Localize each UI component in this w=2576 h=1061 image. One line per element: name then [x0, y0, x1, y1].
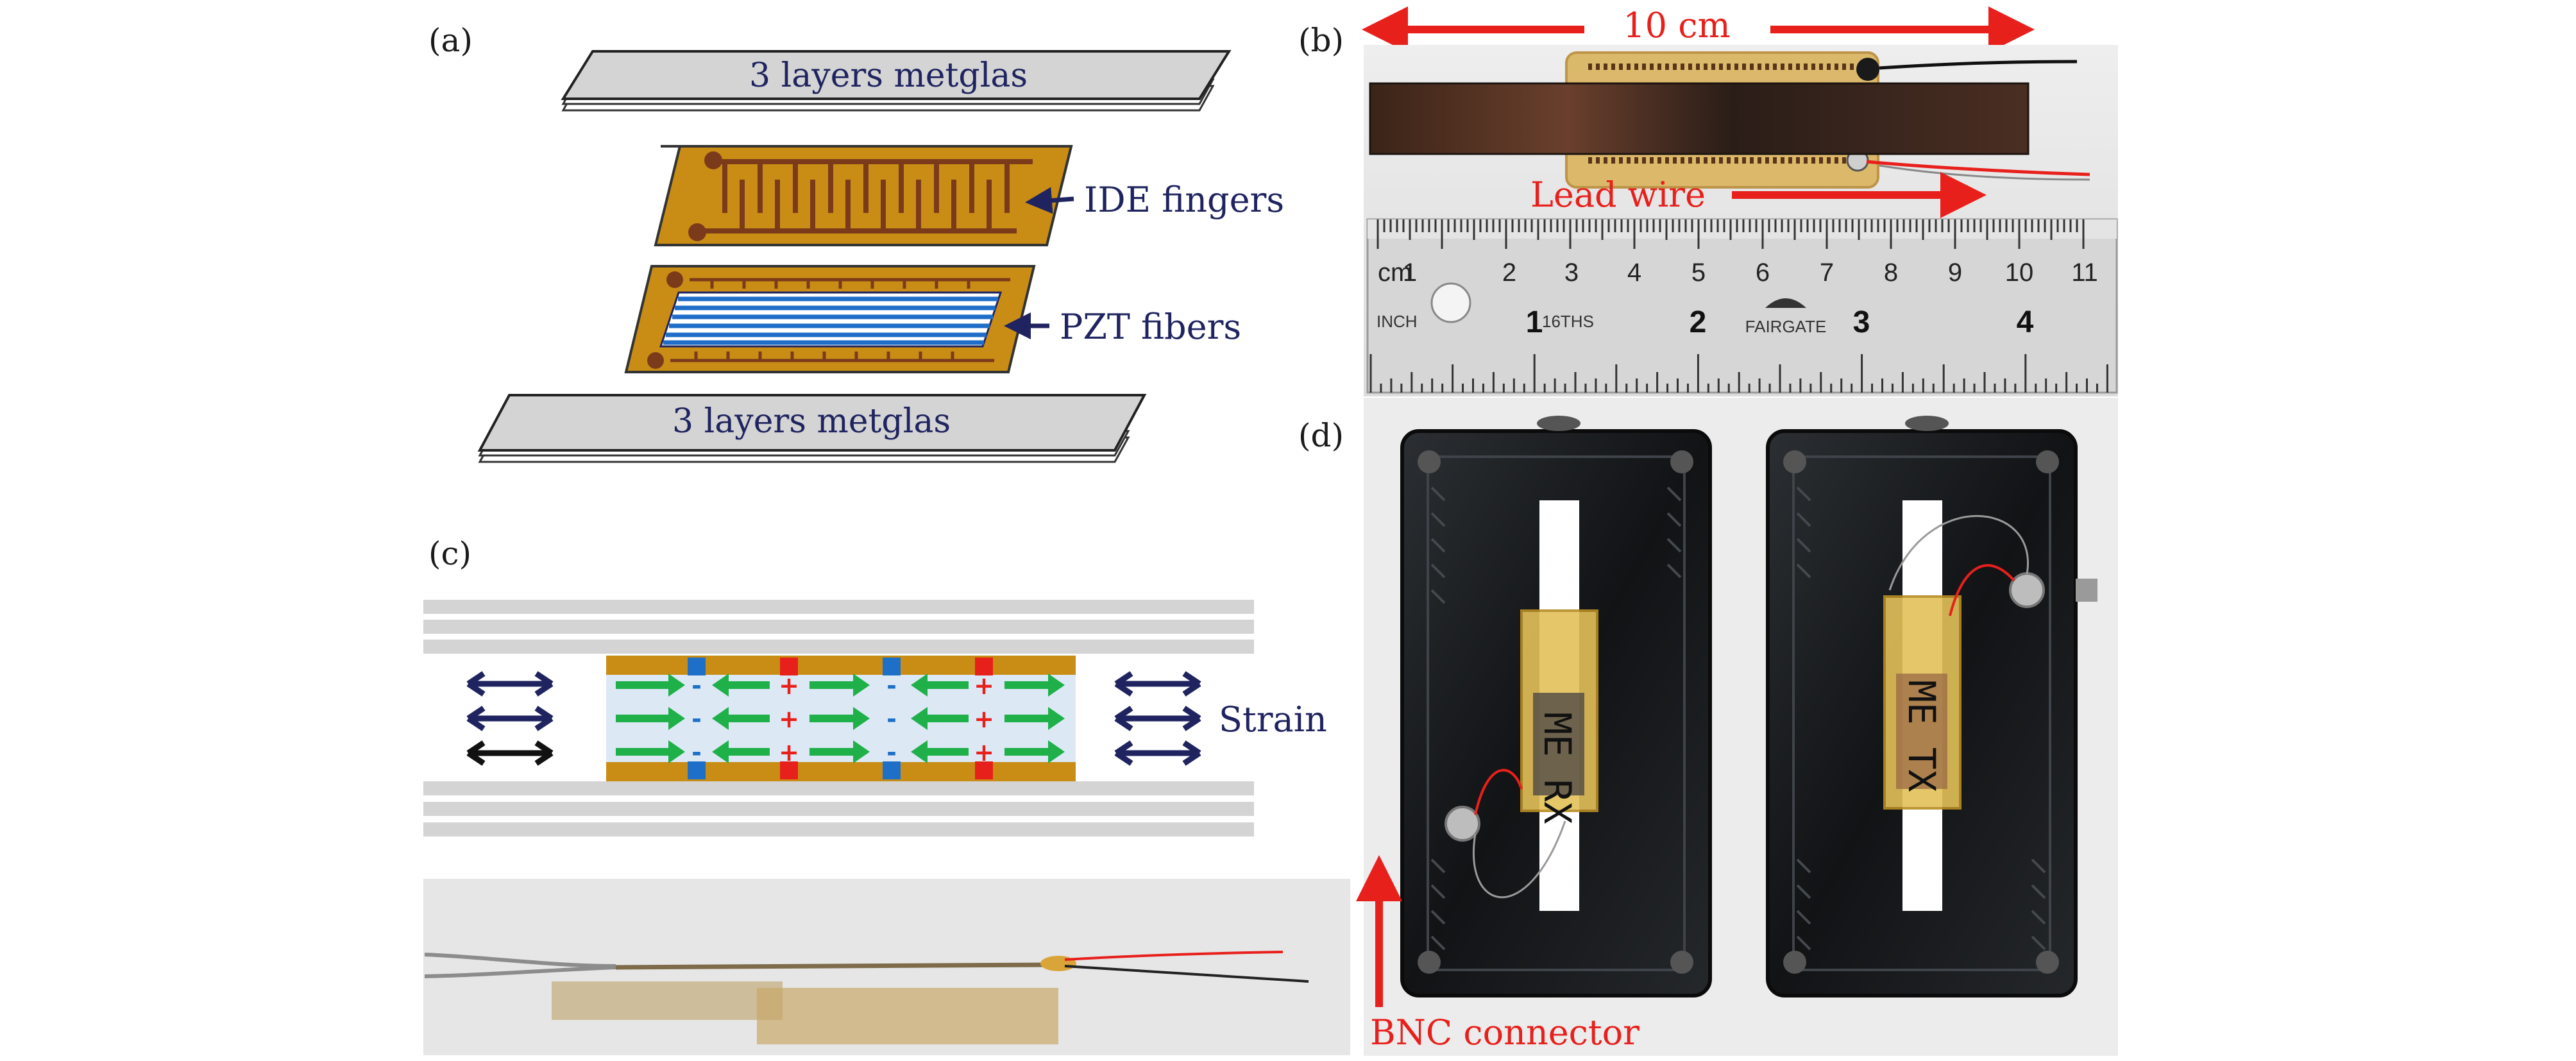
bnc-label: BNC connector	[1370, 1012, 1640, 1053]
tx-ribs	[1796, 486, 2046, 951]
ruler-inch-tick-4: 4	[2017, 305, 2034, 339]
pzt-fiber-lines	[663, 296, 998, 345]
pzt-fibers-label: PZT fibers	[1060, 307, 1241, 347]
top-metglas-stack: 3 layers metglas	[561, 50, 1232, 112]
cross-section-metglas	[423, 600, 1254, 836]
panel-a: (a) 3 layers metglas IDE fingers	[428, 22, 1284, 463]
ide-electrode-pattern	[696, 159, 1033, 233]
ruler-inch-ticks	[1369, 354, 2108, 393]
polarization-arrow-head	[911, 707, 928, 730]
polarization-arrow-head	[712, 740, 729, 763]
ruler-cm-tick-3: 3	[1564, 259, 1579, 287]
ruler-inch-tick-2: 2	[1690, 305, 1707, 339]
panel-a-label: (a)	[428, 22, 473, 59]
ide-fingers-layer: IDE fingers	[654, 145, 1284, 246]
ruler-cm-tick-10: 10	[2005, 259, 2034, 287]
ruler-sixteenths: 16THS	[1542, 312, 1594, 331]
tx-screw-top	[1905, 416, 1949, 431]
ruler-cm-tick-6: 6	[1756, 259, 1770, 287]
polarization-arrows	[616, 674, 1065, 763]
ruler-brand-logo	[1765, 298, 1806, 308]
ruler-inch-tick-1: 1	[1526, 305, 1543, 339]
polarity-sign: +	[974, 672, 994, 700]
ide-fingers-label: IDE fingers	[1084, 180, 1284, 220]
length-label: 10 cm	[1623, 5, 1730, 46]
ruler-cm-tick-2: 2	[1502, 259, 1516, 287]
polarity-sign: -	[886, 672, 897, 700]
rx-bnc-port	[1445, 806, 1480, 842]
metglas-strip	[1369, 82, 2029, 155]
panel-d-label: (d)	[1298, 417, 1344, 454]
polarization-arrow-head	[668, 674, 685, 697]
ruler-cm-tick-9: 9	[1948, 259, 1962, 287]
ruler-brand: FAIRGATE	[1745, 317, 1827, 336]
tx-bnc-connector	[2076, 579, 2097, 602]
pzt-electrode-stubs	[670, 278, 1010, 362]
polarization-arrow-head	[1048, 707, 1065, 730]
bottom-metglas-stack: 3 layers metglas	[477, 394, 1147, 463]
panel-d: (d) ME RX	[1298, 398, 2118, 1056]
panel-b-label: (b)	[1298, 22, 1344, 59]
tx-enclosure: ME TX	[1766, 416, 2097, 997]
polarization-arrow-head	[712, 707, 729, 730]
top-metglas-label: 3 layers metglas	[749, 56, 1028, 95]
polarity-sign: -	[691, 672, 702, 700]
ruler-inch-tick-3: 3	[1853, 305, 1870, 339]
polarization-arrow-head	[853, 707, 870, 730]
polarization-arrow-head	[853, 740, 870, 763]
rx-enclosure: ME RX	[1400, 416, 1712, 997]
polarization-arrow-head	[911, 674, 928, 697]
polarization-arrow-head	[1048, 674, 1065, 697]
ruler-cm-ticks	[1377, 219, 2085, 249]
polarity-sign: -	[886, 705, 897, 733]
polarity-sign: -	[886, 738, 897, 767]
polarization-arrow-head	[911, 740, 928, 763]
polarity-sign: +	[779, 672, 799, 700]
pzt-fibers-layer: PZT fibers	[624, 265, 1241, 373]
ruler: cm 1 2 3 4 5 6 7 8 9 10 11 INCH 16THS FA…	[1366, 218, 2118, 394]
panel-b: (b) 10 cm Lead wire cm	[1298, 5, 2118, 396]
ruler-cm-tick-1: 1	[1403, 259, 1417, 287]
polarization-arrow-head	[668, 740, 685, 763]
strain-arrows	[466, 671, 1201, 766]
polarity-sign: +	[779, 705, 799, 733]
ruler-unit-inch: INCH	[1377, 312, 1418, 331]
ruler-cm-tick-7: 7	[1820, 259, 1834, 287]
lead-wire-black	[1879, 60, 2078, 70]
bottom-metglas-label: 3 layers metglas	[672, 402, 951, 441]
ruler-cm-tick-5: 5	[1691, 259, 1706, 287]
ruler-cm-tick-4: 4	[1627, 259, 1641, 287]
polarity-signs: - - - + + + - - - + + +	[691, 672, 994, 767]
ruler-hole	[1430, 282, 1471, 323]
ruler-cm-tick-8: 8	[1884, 259, 1898, 287]
panel-c: (c) - - - + + + - - - + + +	[423, 535, 1350, 1055]
lead-wire-red	[1866, 160, 2090, 176]
panel-c-label: (c)	[428, 535, 471, 572]
polarity-sign: +	[779, 738, 799, 767]
ruler-unit-cm: cm	[1378, 259, 1412, 287]
ruler-cm-tick-11: 11	[2071, 259, 2098, 287]
polarity-sign: -	[691, 738, 702, 767]
rx-label: ME RX	[1536, 712, 1579, 824]
polarization-arrow-head	[1048, 740, 1065, 763]
polarization-arrow-head	[712, 674, 729, 697]
polarity-sign: -	[691, 705, 702, 733]
cross-section-electrodes	[688, 658, 993, 779]
sensor-side-photo	[423, 879, 1350, 1055]
rx-ribs	[1430, 486, 1682, 951]
polarization-arrow-head	[853, 674, 870, 697]
tx-bnc-port	[2009, 572, 2045, 608]
polarity-sign: +	[974, 705, 994, 733]
polarity-sign: +	[974, 738, 994, 767]
rx-screw-top	[1537, 416, 1580, 431]
tx-label: ME TX	[1900, 680, 1944, 792]
lead-wire-label: Lead wire	[1530, 174, 1706, 215]
strain-label: Strain	[1219, 699, 1327, 740]
polarization-arrow-head	[668, 707, 685, 730]
